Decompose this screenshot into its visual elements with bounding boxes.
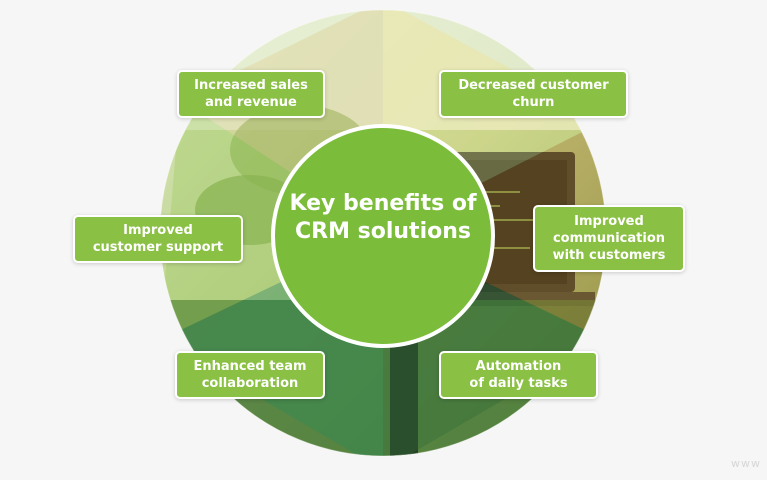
benefit-decreased-churn: Decreased customer churn (439, 70, 628, 118)
center-circle (271, 124, 495, 348)
benefit-automation-tasks: Automation of daily tasks (439, 351, 598, 399)
benefit-increased-sales: Increased sales and revenue (177, 70, 325, 118)
desk-leg (390, 330, 418, 456)
center-title: Key benefits of CRM solutions (289, 191, 477, 244)
benefit-team-collaboration: Enhanced team collaboration (175, 351, 325, 399)
wedge-left (160, 100, 383, 340)
benefit-customer-support: Improved customer support (73, 215, 243, 263)
watermark: www (731, 457, 761, 470)
benefit-improved-communication: Improved communication with customers (533, 205, 685, 272)
